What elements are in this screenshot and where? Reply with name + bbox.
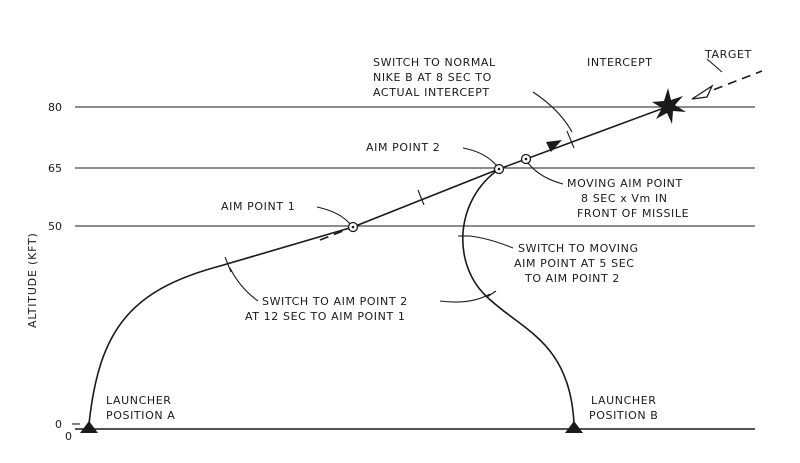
label-switch-normal: SWITCH TO NORMAL NIKE B AT 8 SEC TO ACTU…	[373, 56, 496, 99]
svg-text:MOVING AIM POINT: MOVING AIM POINT	[567, 177, 683, 190]
launcher-b-icon	[565, 421, 583, 433]
aim-point-1-marker-icon	[347, 221, 359, 233]
direction-arrow-icon	[546, 140, 562, 152]
svg-text:LAUNCHER: LAUNCHER	[591, 394, 657, 407]
svg-text:AIM POINT AT 5 SEC: AIM POINT AT 5 SEC	[514, 257, 635, 270]
label-launcher-b: LAUNCHER POSITION B	[589, 394, 658, 422]
label-moving-aim: MOVING AIM POINT 8 SEC x Vm IN FRONT OF …	[567, 177, 689, 220]
label-switch-aim2: SWITCH TO AIM POINT 2 AT 12 SEC TO AIM P…	[245, 295, 408, 323]
leader-target	[706, 58, 723, 73]
switch-tick-mid	[417, 189, 425, 206]
svg-text:SWITCH TO NORMAL: SWITCH TO NORMAL	[373, 56, 496, 69]
label-intercept: INTERCEPT	[587, 56, 653, 69]
label-aim-point-1: AIM POINT 1	[221, 200, 295, 213]
switch-tick-normal	[566, 130, 575, 149]
tick-0: 0	[55, 418, 62, 431]
label-target: TARGET	[704, 48, 752, 61]
leader-switch-normal	[532, 91, 573, 133]
svg-text:FRONT OF MISSILE: FRONT OF MISSILE	[577, 207, 689, 220]
svg-text:ACTUAL INTERCEPT: ACTUAL INTERCEPT	[373, 86, 490, 99]
launcher-a-icon	[80, 421, 98, 433]
origin-label: 0	[65, 430, 72, 443]
tick-50: 50	[48, 220, 62, 233]
switch-tick-b-lower	[486, 290, 497, 298]
svg-text:POSITION A: POSITION A	[106, 409, 175, 422]
label-switch-moving: SWITCH TO MOVING AIM POINT AT 5 SEC TO A…	[514, 242, 639, 285]
label-launcher-a: LAUNCHER POSITION A	[106, 394, 175, 422]
intercept-burst-icon	[652, 88, 686, 124]
svg-text:NIKE B AT 8 SEC TO: NIKE B AT 8 SEC TO	[373, 71, 492, 84]
target-path-dashed	[699, 70, 763, 96]
svg-text:TO AIM POINT 2: TO AIM POINT 2	[524, 272, 620, 285]
tick-80: 80	[48, 101, 62, 114]
moving-aim-point-marker-icon	[520, 153, 532, 165]
aim-line-dashed	[319, 226, 354, 241]
leader-moving-aim	[527, 162, 564, 185]
leader-switch-moving	[469, 235, 514, 249]
leader-switch-aim2-b	[439, 293, 491, 303]
svg-text:AT 12 SEC TO AIM POINT 1: AT 12 SEC TO AIM POINT 1	[245, 310, 406, 323]
leader-aim-point-2	[462, 147, 498, 167]
svg-text:8 SEC x Vm IN: 8 SEC x Vm IN	[581, 192, 668, 205]
leader-aim-point-1	[316, 206, 351, 225]
switch-tick-a	[224, 256, 232, 273]
label-aim-point-2: AIM POINT 2	[366, 141, 440, 154]
leader-switch-aim2-a	[229, 267, 259, 302]
aim-point-2-marker-icon	[493, 163, 505, 175]
svg-text:SWITCH TO MOVING: SWITCH TO MOVING	[518, 242, 639, 255]
target-arrow-icon	[691, 84, 714, 100]
svg-text:LAUNCHER: LAUNCHER	[106, 394, 172, 407]
trajectory-a	[88, 104, 673, 425]
trajectory-b	[462, 168, 575, 425]
y-axis-title: ALTITUDE (KFT)	[26, 232, 39, 328]
svg-text:POSITION B: POSITION B	[589, 409, 658, 422]
svg-text:SWITCH TO AIM POINT 2: SWITCH TO AIM POINT 2	[262, 295, 408, 308]
tick-65: 65	[48, 162, 62, 175]
